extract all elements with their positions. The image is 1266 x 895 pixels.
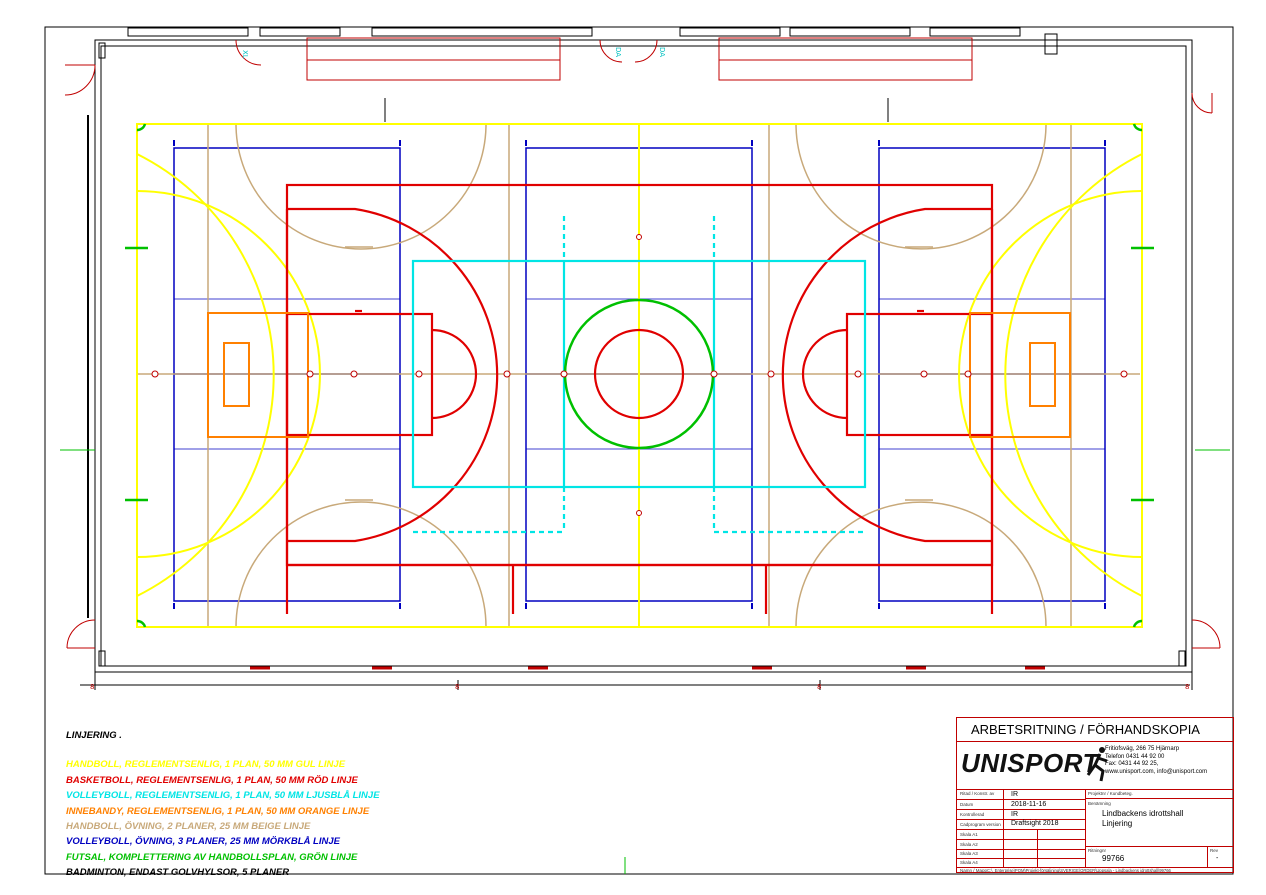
drawing-date: 2018-11-16 xyxy=(1011,801,1047,808)
legend-item-handball-training: HANDBOLL, ÖVNING, 2 PLANER, 25 MM BEIGE … xyxy=(66,821,311,833)
post-ticks xyxy=(173,140,1106,609)
runner-icon xyxy=(1086,747,1108,782)
legend-title: LINJERING . xyxy=(66,730,122,741)
legend-item-badminton: BADMINTON, ENDAST GOLVHYLSOR, 5 PLANER xyxy=(66,867,290,879)
doors xyxy=(64,39,1221,649)
legend-item-volleyball: VOLLEYBOLL, REGLEMENTSENLIG, 1 PLAN, 50 … xyxy=(66,790,380,802)
volleyball-court xyxy=(411,216,867,534)
drawing-subject: Linjering xyxy=(1102,819,1133,828)
legend-item-basketball: BASKETBOLL, REGLEMENTSENLIG, 1 PLAN, 50 … xyxy=(66,774,358,786)
axis-marker: 8 xyxy=(1185,683,1189,691)
cad-version: Draftsight 2018 xyxy=(1011,820,1059,827)
checked-by: IR xyxy=(1011,811,1018,818)
top-windows xyxy=(127,27,1021,37)
top-benches xyxy=(306,37,973,81)
revision: - xyxy=(1216,855,1219,862)
line-legend: LINJERING . HANDBOLL, REGLEMENTSENLIG, 1… xyxy=(66,728,380,881)
legend-item-futsal: FUTSAL, KOMPLETTERING AV HANDBOLLSPLAN, … xyxy=(66,851,358,863)
legend-item-volleyball-training: VOLLEYBOLL, ÖVNING, 3 PLANER, 25 MM MÖRK… xyxy=(66,836,340,848)
drawing-name: Lindbackens idrottshall xyxy=(1102,809,1184,818)
badminton-sockets xyxy=(151,234,1128,516)
hall-walls xyxy=(60,33,1230,874)
axis-marker: 8 xyxy=(90,683,94,691)
legend-item-handball: HANDBOLL, REGLEMENTSENLIG, 1 PLAN, 50 MM… xyxy=(66,759,346,771)
legend-item-floorball: INNEBANDY, REGLEMENTSENLIG, 1 PLAN, 50 M… xyxy=(66,805,370,817)
title-block: ARBETSRITNING / FÖRHANDSKOPIA UNISPORT F… xyxy=(956,717,1234,873)
drawing-number: 99766 xyxy=(1102,854,1125,863)
drawn-by: IR xyxy=(1011,791,1018,798)
handball-court xyxy=(136,123,1143,628)
door-label-da-2: DA xyxy=(658,47,666,57)
unisport-logo: UNISPORT xyxy=(961,748,1099,778)
company-address: Fritiofsväg, 266 75 Hjärnarp Telefon 043… xyxy=(1105,746,1208,775)
axis-marker: 8 xyxy=(455,683,459,691)
file-path: C:\_Enterprise\POM\Projekt-försäljning\S… xyxy=(987,868,1171,873)
axis-marker: 8 xyxy=(817,683,821,691)
sheet-border xyxy=(44,26,1234,875)
title-block-header: ARBETSRITNING / FÖRHANDSKOPIA xyxy=(957,718,1234,742)
door-label-xl: XL xyxy=(241,50,249,59)
basketball-court xyxy=(285,183,994,614)
door-label-da-1: DA xyxy=(614,47,622,57)
